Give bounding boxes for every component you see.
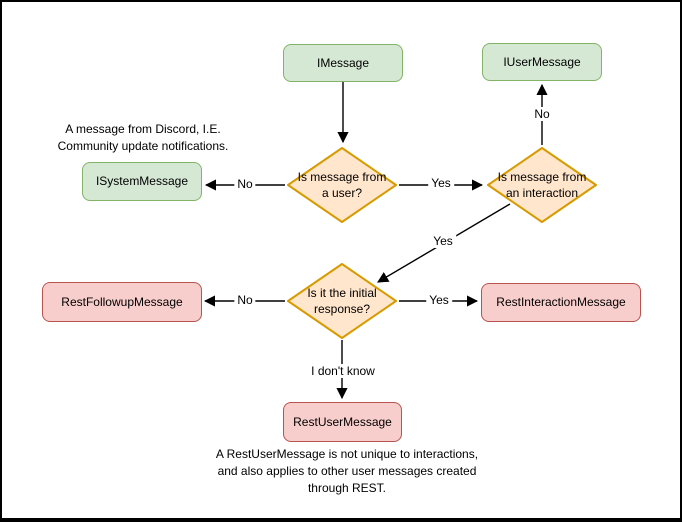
diamond-shape: [487, 147, 597, 223]
edge-label-d3-idontknow: I don't know: [308, 364, 378, 378]
edge-label-d2-yes: Yes: [430, 234, 456, 248]
node-imessage: IMessage: [283, 44, 403, 82]
edge-label-d1-no: No: [234, 177, 256, 191]
note-rest-user-message: A RestUserMessage is not unique to inter…: [215, 447, 479, 495]
node-isystemmessage: ISystemMessage: [82, 162, 202, 201]
node-iusermessage-label: IUserMessage: [503, 54, 581, 69]
decision-is-message-from-interaction: Is message from an interaction: [486, 146, 598, 224]
diamond-shape: [287, 263, 397, 339]
decision-is-initial-response-label: Is it the initial response?: [307, 286, 377, 316]
node-restusermessage: RestUserMessage: [283, 402, 402, 442]
node-restfollowupmessage: RestFollowupMessage: [42, 282, 202, 322]
diamond-shape: [287, 147, 397, 223]
node-imessage-label: IMessage: [316, 55, 370, 70]
decision-is-initial-response: Is it the initial response?: [286, 262, 398, 340]
node-iusermessage: IUserMessage: [482, 43, 602, 81]
node-restinteractionmessage-label: RestInteractionMessage: [496, 295, 626, 309]
edge-label-d1-yes: Yes: [428, 176, 454, 190]
node-restfollowupmessage-label: RestFollowupMessage: [61, 294, 183, 309]
decision-is-message-from-user: Is message from a user?: [286, 146, 398, 224]
node-isystemmessage-label: ISystemMessage: [95, 174, 189, 188]
node-restinteractionmessage: RestInteractionMessage: [481, 283, 641, 322]
note-system-message: A message from Discord, I.E. Community u…: [57, 122, 229, 153]
edge-label-d3-yes: Yes: [426, 293, 452, 307]
decision-is-message-from-interaction-label: Is message from an interaction: [497, 170, 587, 200]
edge-label-d3-no: No: [234, 293, 256, 307]
node-restusermessage-label: RestUserMessage: [293, 414, 392, 429]
decision-is-message-from-user-label: Is message from a user?: [297, 170, 387, 200]
edge-label-d2-no: No: [531, 107, 553, 121]
